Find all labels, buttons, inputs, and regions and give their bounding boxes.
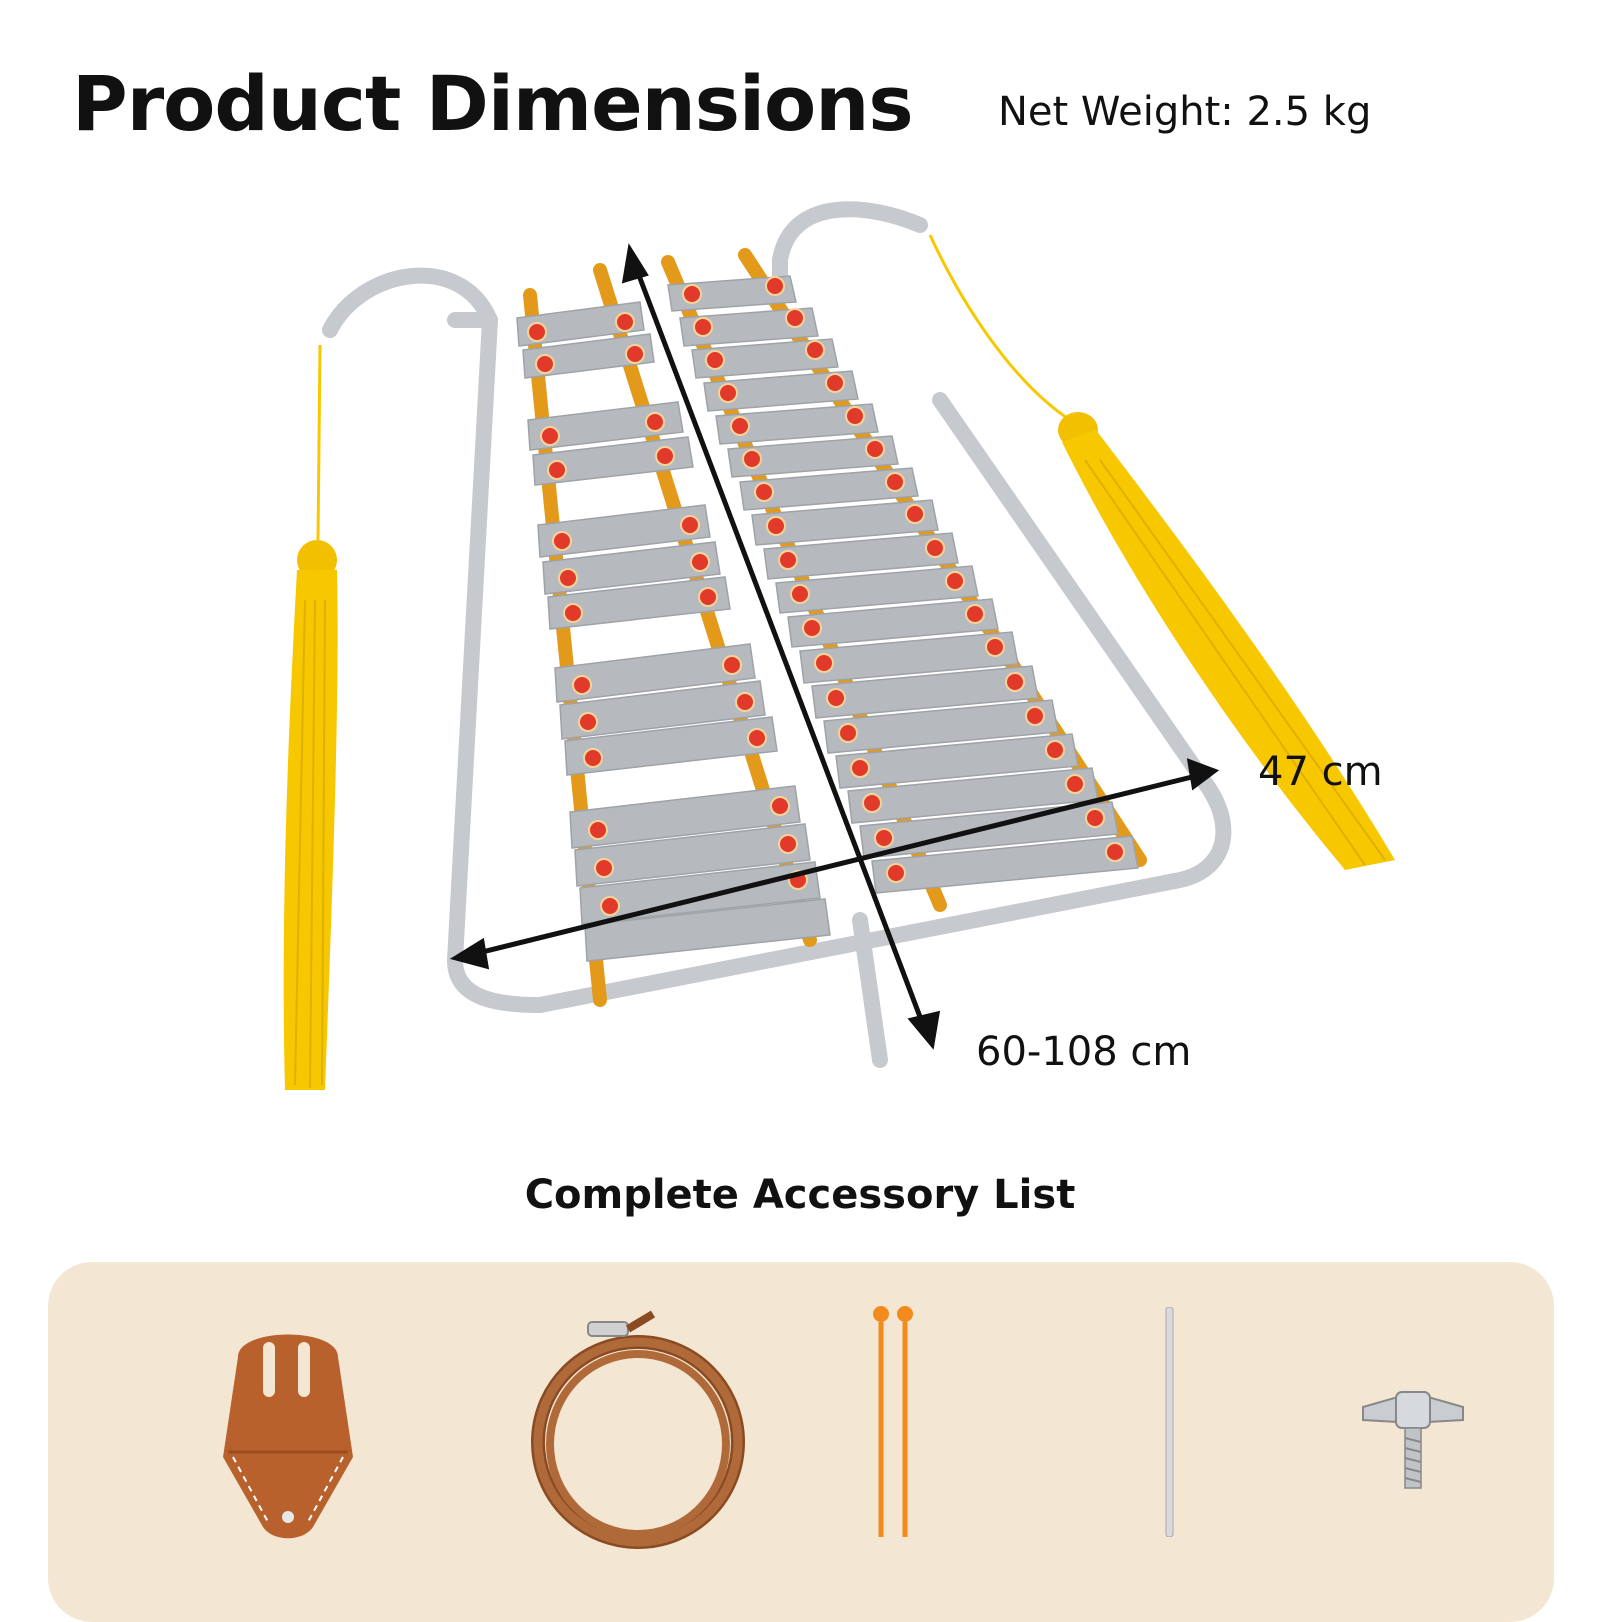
accessory-panel: [48, 1262, 1554, 1622]
net-weight-label: Net Weight: 2.5 kg: [998, 89, 1372, 135]
bar-studs: [527, 276, 1125, 916]
length-dimension-label: 60-108 cm: [976, 1029, 1192, 1075]
mallets-icon: [873, 1306, 913, 1537]
page-title: Product Dimensions: [72, 59, 914, 148]
leather-strap-icon: [531, 1310, 745, 1549]
tassel-right: [928, 234, 1395, 870]
glockenspiel-illustration: [283, 201, 1395, 1090]
frame: [322, 201, 1232, 1068]
leather-holder-icon: [223, 1334, 353, 1539]
left-bars: [516, 301, 831, 962]
right-bars: [667, 275, 1139, 894]
tassel-left: [283, 344, 338, 1090]
accessory-list-heading: Complete Accessory List: [524, 1172, 1076, 1218]
width-dimension-label: 47 cm: [1258, 749, 1383, 795]
dimension-arrows: [449, 243, 1220, 1050]
metal-rod-icon: [1165, 1307, 1174, 1537]
wing-screw-icon: [1362, 1391, 1464, 1489]
